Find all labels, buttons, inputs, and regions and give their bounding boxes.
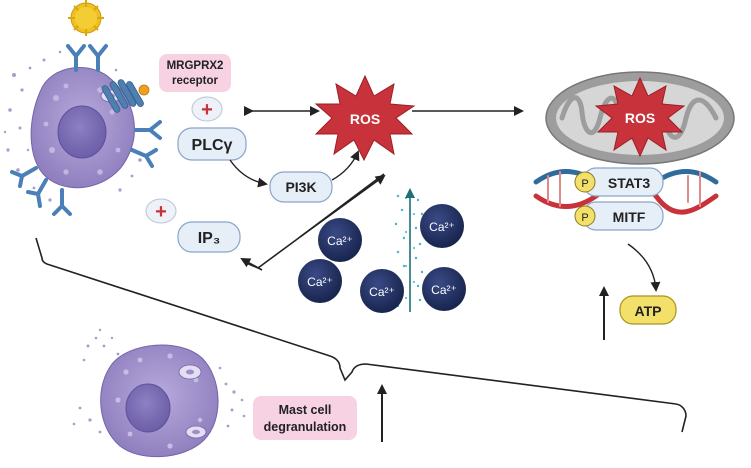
pi3k-label: PI3K (285, 179, 316, 195)
ros-mito-label: ROS (625, 110, 655, 126)
plus-badge-plc: + (191, 96, 223, 122)
ros-center-label: ROS (350, 111, 380, 127)
arrow-pi3k-ros (331, 150, 360, 181)
arrow-mitf-atp (627, 243, 661, 292)
receptor-label-box: MRGPRX2 receptor (159, 54, 231, 92)
atp-node: ATP (619, 295, 677, 325)
stat3-label: STAT3 (608, 175, 650, 191)
allergen-icon (68, 0, 104, 36)
receptor-icon (101, 79, 150, 113)
ip3-node: IP₃ (177, 221, 241, 253)
calcium-ion: Ca²⁺ (360, 269, 404, 313)
calcium-ion: Ca²⁺ (318, 218, 362, 262)
stat3-node: STAT3 (582, 167, 664, 197)
calcium-ion: Ca²⁺ (422, 267, 466, 311)
channel-particles (394, 194, 424, 308)
antibody-icons (10, 44, 162, 216)
plc-node: PLCγ (177, 127, 247, 161)
calcium-label: Ca²⁺ (429, 220, 455, 234)
grouping-brace (35, 237, 687, 433)
receptor-label-line1: MRGPRX2 (167, 60, 224, 72)
arrow-to-ip3 (240, 258, 263, 271)
mast-cell-degranulating (72, 328, 246, 458)
receptor-label-line2: receptor (172, 75, 219, 87)
phospho-label: P (581, 212, 588, 224)
calcium-ion: Ca²⁺ (298, 259, 342, 303)
degranulation-line1: Mast cell (279, 403, 332, 417)
calcium-label: Ca²⁺ (327, 234, 353, 248)
degranulation-line2: degranulation (264, 420, 347, 434)
phospho-badge: P (574, 205, 596, 227)
phospho-label: P (581, 178, 588, 190)
mitf-label: MITF (613, 209, 646, 225)
pi3k-node: PI3K (269, 171, 333, 203)
mitf-node: MITF (582, 201, 664, 231)
atp-label: ATP (635, 303, 662, 319)
plus-sign: + (155, 201, 167, 223)
ip3-label: IP₃ (198, 230, 221, 247)
plus-badge-ip3: + (145, 198, 177, 224)
mast-cell-activated (3, 50, 142, 202)
arrow-plc-pi3k (229, 159, 268, 188)
calcium-label: Ca²⁺ (369, 285, 395, 299)
calcium-label: Ca²⁺ (307, 275, 333, 289)
calcium-label: Ca²⁺ (431, 283, 457, 297)
plus-sign: + (201, 99, 213, 121)
ros-burst-center: ROS (314, 74, 416, 162)
phospho-badge: P (574, 171, 596, 193)
ros-burst-mito: ROS (594, 76, 686, 158)
degranulation-label-box: Mast cell degranulation (253, 396, 357, 440)
arrow-to-ros (299, 174, 386, 238)
nucleus (57, 105, 107, 159)
plc-label: PLCγ (192, 137, 233, 154)
calcium-ion: Ca²⁺ (420, 204, 464, 248)
